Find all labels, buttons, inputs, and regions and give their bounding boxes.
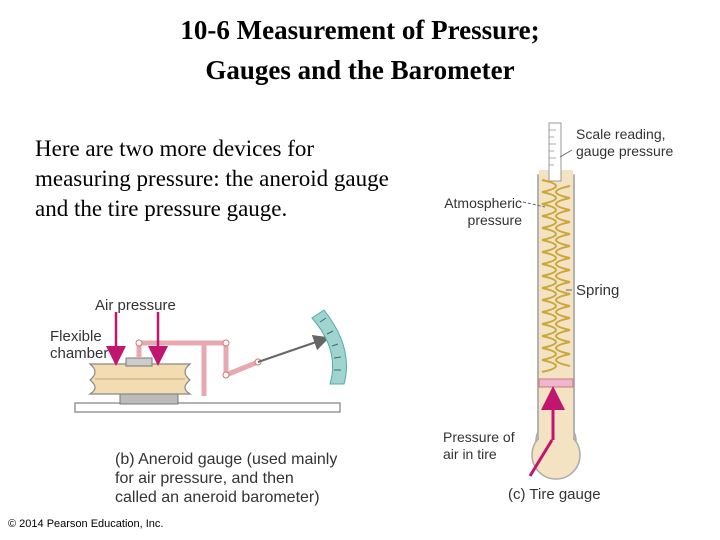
aneroid-caption-line-1: (b) Aneroid gauge (used mainly [115,451,338,468]
piston [125,357,153,367]
title-line-2: Gauges and the Barometer [205,55,515,85]
scale-rod [548,122,562,182]
dial-ticks [319,317,342,371]
gauge-needle [257,335,330,363]
copyright-notice: © 2014 Pearson Education, Inc. [8,518,164,530]
tire-label-line-1: Pressure of [443,429,515,445]
scale-reading-label: Scale reading, gauge pressure [576,126,673,160]
base-plate [74,402,341,413]
atmospheric-label-line-1: Atmospheric [444,195,522,211]
tire-label-line-2: air in tire [443,446,497,462]
spring-label: Spring [576,282,620,299]
air-pressure-label: Air pressure [95,297,176,314]
tire-gauge-caption: (c) Tire gauge [508,486,601,503]
gauge-piston [538,378,574,388]
scale-label-line-1: Scale reading, [576,126,666,142]
aneroid-caption: (b) Aneroid gauge (used mainly for air p… [115,450,337,507]
aneroid-caption-line-3: called an aneroid barometer) [115,489,320,506]
flexible-label-line-2: chamber [50,345,109,362]
gauge-dial [311,309,347,385]
body-text: Here are two more devices for measuring … [35,136,389,221]
flexible-label-line-1: Flexible [50,328,102,345]
flexible-chamber-label: Flexible chamber [50,328,108,362]
tire-pressure-label: Pressure of air in tire [443,429,515,463]
tire-gauge-drawing [522,122,581,480]
spring-coils [541,179,571,373]
slide-title: 10-6 Measurement of Pressure; Gauges and… [0,10,720,90]
support-post [119,393,179,405]
aneroid-gauge-drawing [74,309,347,413]
atmospheric-label-line-2: pressure [467,212,522,228]
scale-ticks [549,129,556,166]
atmospheric-pressure-label: Atmospheric pressure [432,195,522,229]
scale-label-line-2: gauge pressure [576,143,674,159]
aneroid-caption-line-2: for air pressure, and then [115,470,294,487]
title-line-1: 10-6 Measurement of Pressure; [180,15,540,45]
